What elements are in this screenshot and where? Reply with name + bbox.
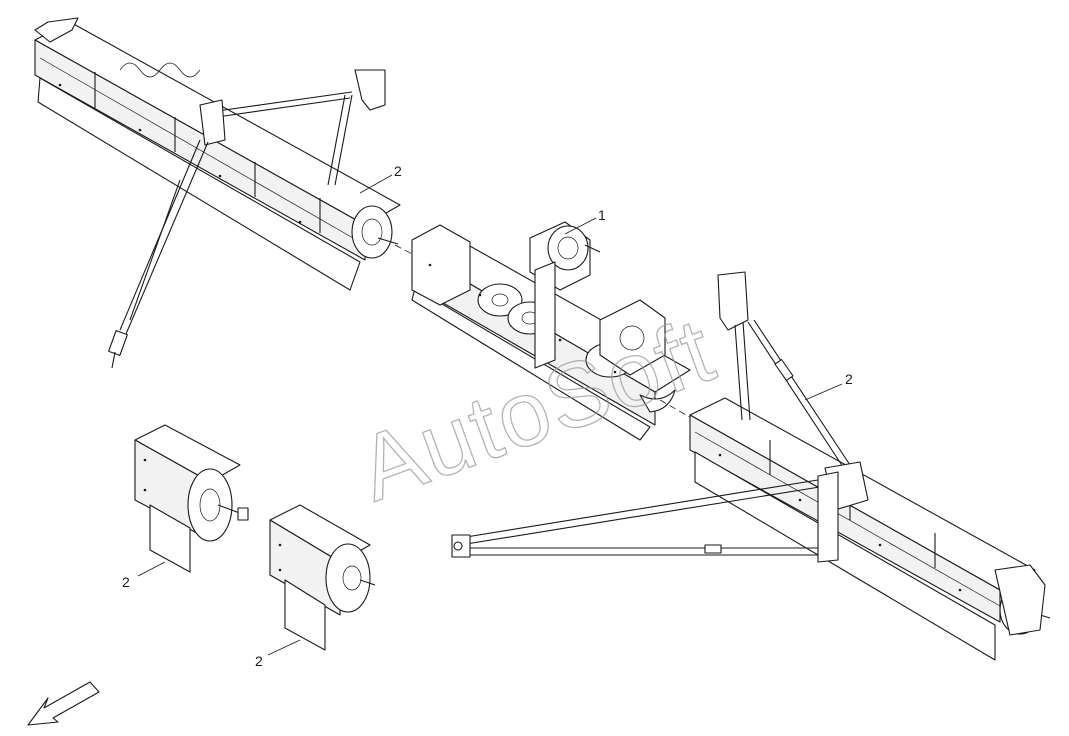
callout-2-left-upper: 2 — [122, 574, 130, 590]
right-auger-section — [689, 397, 1051, 661]
leader-c2-right — [804, 383, 843, 401]
left-diagonal-brace — [108, 139, 209, 369]
assembly-axis-right — [659, 399, 696, 421]
right-drag-struts — [451, 471, 839, 563]
auger-end-piece-upper — [134, 424, 249, 573]
callout-2-right: 2 — [845, 371, 853, 387]
callout-2-top: 2 — [394, 163, 402, 179]
leader-c2-top — [359, 174, 393, 194]
leader-c2-left-lower — [267, 639, 301, 656]
left-support-arm — [199, 69, 386, 186]
centre-auger-gearbox — [411, 221, 691, 441]
auger-end-piece-lower — [269, 504, 376, 651]
left-auger-section — [34, 17, 401, 291]
leader-c2-left-upper — [137, 561, 166, 577]
callout-1: 1 — [598, 207, 606, 223]
callout-2-left-lower: 2 — [255, 653, 263, 669]
leader-c1 — [564, 217, 597, 235]
arrow-icon — [27, 681, 100, 726]
